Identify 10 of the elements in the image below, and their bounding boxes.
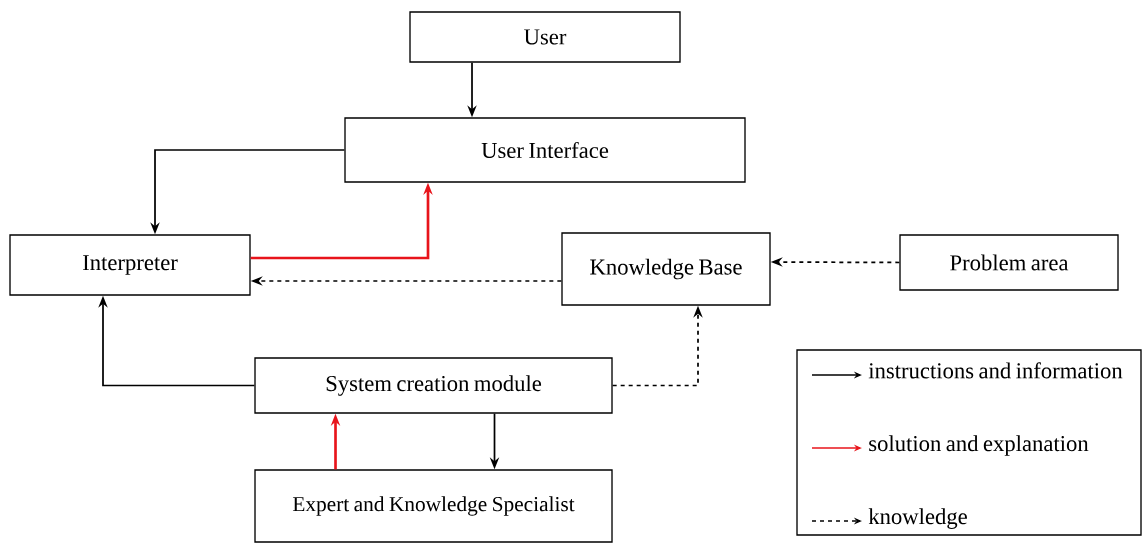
component-box: User Interface bbox=[344, 117, 746, 183]
component-box: System creation module bbox=[254, 357, 613, 414]
component-box: Problem area bbox=[899, 234, 1119, 291]
component-box: Knowledge Base bbox=[561, 232, 771, 306]
legend-text: knowledge bbox=[868, 508, 967, 529]
legend-text: solution and explanation bbox=[869, 435, 1089, 456]
component-box: User bbox=[409, 11, 681, 63]
component-box: Expert and Knowledge Specialist bbox=[254, 469, 613, 543]
legend-text: instructions and information bbox=[868, 362, 1123, 379]
component-box: Interpreter bbox=[9, 234, 251, 296]
